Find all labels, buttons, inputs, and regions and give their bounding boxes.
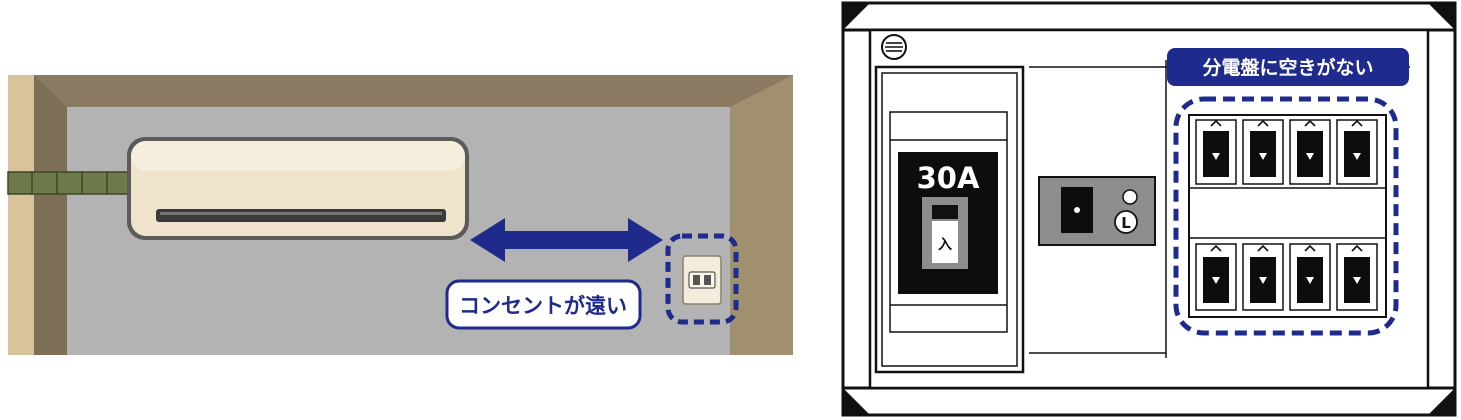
callout-board-text: 分電盤に空きがない [1202, 56, 1373, 79]
outlet-highlight [665, 233, 739, 325]
left-side-wall [34, 75, 67, 355]
main-breaker: 30A 入 [874, 65, 1025, 374]
branch-switch [1242, 119, 1284, 185]
right-side-wall [730, 75, 793, 355]
callout-outlet-text: コンセントが遠い [459, 294, 627, 318]
branch-switch [1242, 243, 1284, 311]
branch-switch [1336, 243, 1378, 311]
callout-board-full: 分電盤に空きがない [1166, 48, 1410, 86]
screw-icon [881, 34, 907, 60]
leakage-breaker: L [1038, 176, 1156, 246]
branch-switch [1195, 119, 1237, 185]
callout-outlet-far: コンセントが遠い [445, 279, 642, 330]
air-conditioner [127, 137, 469, 240]
breaker-switch-label: 入 [938, 237, 952, 253]
wall-outlet [665, 233, 739, 325]
ac-air-outlet [156, 209, 446, 222]
leakage-indicator-label: L [1121, 214, 1131, 232]
test-button-icon [1122, 189, 1138, 205]
breaker-rating-label: 30A [917, 161, 980, 195]
ceiling-moulding [34, 75, 793, 107]
branch-switch [1195, 243, 1237, 311]
branch-switch [1289, 119, 1331, 185]
branch-switch [1336, 119, 1378, 185]
room-scene: コンセントが遠い [7, 75, 793, 355]
branch-switch [1289, 243, 1331, 311]
branch-highlight [1173, 96, 1399, 336]
distance-arrow [470, 218, 663, 262]
branch-breakers [1173, 96, 1399, 336]
distribution-board: 30A 入 L [841, 1, 1457, 417]
wall-edge-left [8, 75, 34, 355]
pipe-duct [7, 171, 131, 195]
